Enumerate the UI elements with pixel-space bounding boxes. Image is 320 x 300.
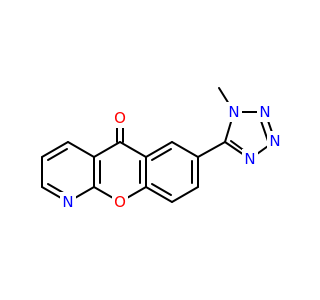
bond-c9-c8a xyxy=(119,141,147,158)
carbonyl-oxygen-label: O xyxy=(114,109,126,127)
tetrazole-n1-label: N xyxy=(228,103,239,121)
tetrazole-n2-label: N xyxy=(259,103,270,121)
bond-c1-c2-inner xyxy=(47,148,68,161)
bond-c8a-c8-inner xyxy=(151,148,172,161)
tetrazole-n3-atom: N xyxy=(267,131,283,151)
bond-c9-c9a xyxy=(93,141,121,158)
bond-c8a-c8 xyxy=(145,141,173,158)
tetrazole-n4-atom: N xyxy=(242,149,258,169)
ring-oxygen-label: O xyxy=(114,193,126,211)
atom-label-layer: O O N N N N N xyxy=(60,102,283,212)
tetrazole-n2-atom: N xyxy=(257,102,273,122)
bond-c7-tetrazole xyxy=(197,141,226,158)
bond-c9a-c1 xyxy=(67,141,95,158)
tetrazole-n3-label: N xyxy=(269,132,280,150)
molecule-structure-diagram: O O N N N N N xyxy=(41,87,283,212)
carbonyl-oxygen-atom: O xyxy=(112,108,128,128)
bond-c1-c2 xyxy=(41,141,69,158)
bond-c8-c7 xyxy=(171,141,199,158)
pyridine-nitrogen-label: N xyxy=(62,193,73,211)
bond-c6-c5 xyxy=(171,186,199,203)
ring-oxygen-atom: O xyxy=(112,192,128,212)
tetrazole-n4-label: N xyxy=(244,150,255,168)
tetrazole-n1-atom: N xyxy=(226,102,242,122)
bond-c5-c10a-inner xyxy=(151,183,172,196)
bond-c5-c10a xyxy=(145,186,173,203)
pyridine-nitrogen-atom: N xyxy=(60,192,76,212)
